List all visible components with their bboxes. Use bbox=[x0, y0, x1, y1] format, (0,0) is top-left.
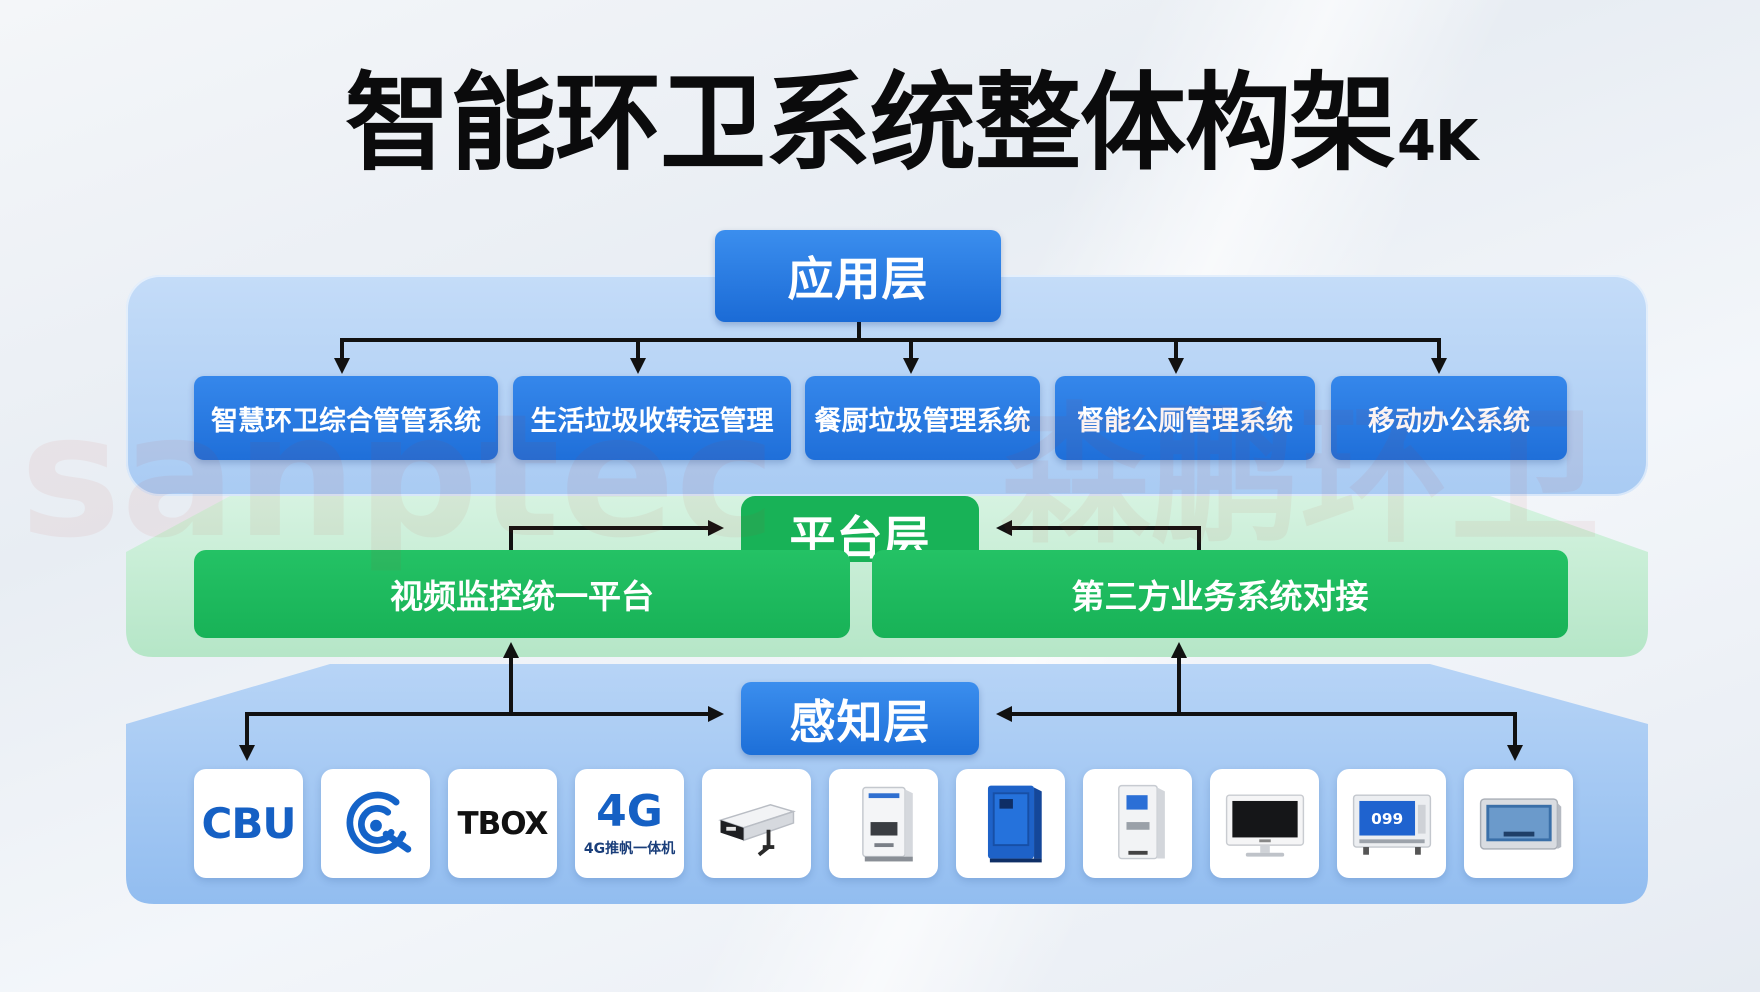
tablet-display-icon bbox=[1479, 797, 1561, 850]
device-tile-cbu: CBU bbox=[194, 769, 303, 878]
system-label: 生活垃圾收转运管理 bbox=[530, 405, 774, 437]
page-title: 智能环卫系统整体构架4K bbox=[345, 65, 1478, 183]
device-row: CBU TBOX 4G 4G推帆一体机 bbox=[194, 769, 1573, 878]
device-tile-tablet bbox=[1464, 769, 1573, 878]
perception-layer-label: 感知层 bbox=[789, 694, 931, 749]
white-cabinet-icon bbox=[861, 786, 913, 861]
system-label: 餐厨垃圾管理系统 bbox=[814, 405, 1031, 437]
title-suffix: 4K bbox=[1397, 109, 1478, 174]
device-tile-monitor bbox=[1210, 769, 1319, 878]
title-main: 智能环卫系统整体构架 bbox=[345, 62, 1396, 185]
system-box-kitchen-waste: 餐厨垃圾管理系统 bbox=[805, 376, 1040, 460]
device-tile-signal bbox=[321, 769, 430, 878]
device-tile-blue-cabinet bbox=[956, 769, 1065, 878]
system-label: 智慧环卫综合管管系统 bbox=[211, 405, 481, 437]
arrow-thirdparty-to-platform bbox=[996, 520, 1201, 550]
system-label: 移动办公系统 bbox=[1368, 405, 1530, 437]
tbox-logo: TBOX bbox=[457, 805, 549, 842]
device-tile-white-cabinet bbox=[829, 769, 938, 878]
camera-device-icon bbox=[717, 803, 796, 856]
cbu-logo: CBU bbox=[201, 799, 297, 848]
system-box-mobile-office: 移动办公系统 bbox=[1331, 376, 1567, 460]
module-third-party-integration: 第三方业务系统对接 bbox=[872, 550, 1568, 638]
perception-layer-header: 感知层 bbox=[741, 682, 979, 755]
module-video-surveillance: 视频监控统一平台 bbox=[194, 550, 850, 638]
display-screen-text: 099 bbox=[1371, 810, 1403, 828]
4g-device-logo: 4G bbox=[596, 785, 663, 837]
system-box-sanitation-management: 智慧环卫综合管管系统 bbox=[194, 376, 498, 460]
application-layer-header: 应用层 bbox=[715, 230, 1001, 322]
application-layer-label: 应用层 bbox=[787, 252, 929, 306]
module-label: 视频监控统一平台 bbox=[390, 577, 654, 616]
system-label: 督能公厕管理系统 bbox=[1077, 405, 1293, 437]
white-kiosk-icon bbox=[1117, 784, 1165, 859]
device-tile-white-kiosk bbox=[1083, 769, 1192, 878]
system-box-public-toilet: 督能公厕管理系统 bbox=[1055, 376, 1315, 460]
system-box-waste-transfer: 生活垃圾收转运管理 bbox=[513, 376, 791, 460]
signal-swirl-icon bbox=[346, 791, 411, 854]
display-panel-icon: 099 bbox=[1352, 793, 1431, 855]
monitor-icon bbox=[1225, 793, 1304, 857]
blue-cabinet-icon bbox=[987, 785, 1042, 862]
4g-device-caption: 4G推帆一体机 bbox=[583, 840, 676, 857]
arrow-video-to-platform bbox=[509, 520, 724, 550]
device-tile-display-panel: 099 bbox=[1337, 769, 1446, 878]
device-tile-4g: 4G 4G推帆一体机 bbox=[575, 769, 684, 878]
module-label: 第三方业务系统对接 bbox=[1071, 577, 1369, 616]
device-tile-camera bbox=[702, 769, 811, 878]
device-tile-tbox: TBOX bbox=[448, 769, 557, 878]
